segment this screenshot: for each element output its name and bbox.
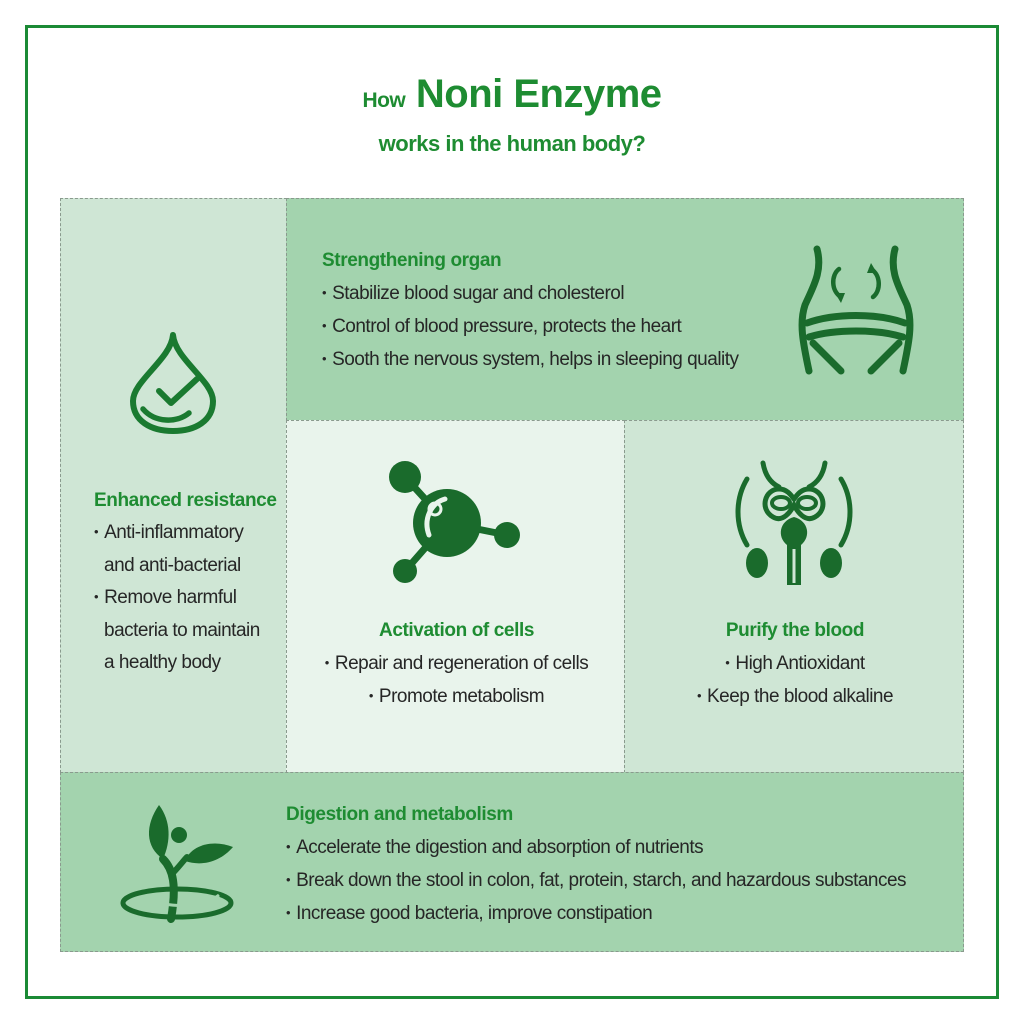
- kidney-system-icon: [729, 459, 859, 589]
- title-subtitle: works in the human body?: [378, 131, 646, 156]
- purify-the-blood-heading: Purify the blood: [725, 620, 865, 641]
- page-title: How Noni Enzyme works in the human body?: [0, 70, 1024, 161]
- leaf-figure-icon: [115, 795, 239, 929]
- water-drop-check-icon: [121, 329, 225, 435]
- enhanced-resistance-heading: Enhanced resistance: [94, 490, 277, 511]
- list-item: Accelerate the digestion and absorption …: [286, 832, 906, 865]
- list-item: Keep the blood alkaline: [625, 681, 965, 714]
- torso-rotation-icon: [795, 243, 917, 377]
- list-item: Repair and regeneration of cells: [287, 648, 626, 681]
- panel-purify-the-blood: Purify the blood High Antioxidant Keep t…: [624, 420, 964, 773]
- list-item: Promote metabolism: [287, 681, 626, 714]
- list-item: Stabilize blood sugar and cholesterol: [322, 278, 739, 311]
- list-item: Increase good bacteria, improve constipa…: [286, 898, 906, 931]
- list-item-cont: bacteria to maintain: [104, 620, 260, 641]
- list-item: Anti-inflammatory: [94, 517, 284, 550]
- list-item-cont: a healthy body: [104, 652, 221, 673]
- activation-of-cells-heading: Activation of cells: [379, 620, 534, 641]
- outer-frame: [25, 25, 999, 999]
- list-item: Remove harmful: [94, 582, 284, 615]
- panel-enhanced-resistance: Enhanced resistance Anti-inflammatory an…: [60, 198, 287, 773]
- title-prefix: How: [362, 89, 406, 112]
- panel-strengthening-organ: Strengthening organ Stabilize blood suga…: [286, 198, 964, 421]
- panel-digestion-and-metabolism: Digestion and metabolism Accelerate the …: [60, 772, 964, 952]
- list-item: Control of blood pressure, protects the …: [322, 311, 739, 344]
- list-item-cont: and anti-bacterial: [104, 555, 241, 576]
- digestion-heading: Digestion and metabolism: [286, 804, 513, 825]
- list-item: High Antioxidant: [625, 648, 965, 681]
- molecule-icon: [383, 457, 523, 587]
- list-item: Sooth the nervous system, helps in sleep…: [322, 344, 739, 377]
- strengthening-organ-heading: Strengthening organ: [322, 250, 502, 271]
- title-highlight: Noni Enzyme: [415, 72, 662, 116]
- panel-activation-of-cells: Activation of cells Repair and regenerat…: [286, 420, 625, 773]
- list-item: Break down the stool in colon, fat, prot…: [286, 865, 907, 898]
